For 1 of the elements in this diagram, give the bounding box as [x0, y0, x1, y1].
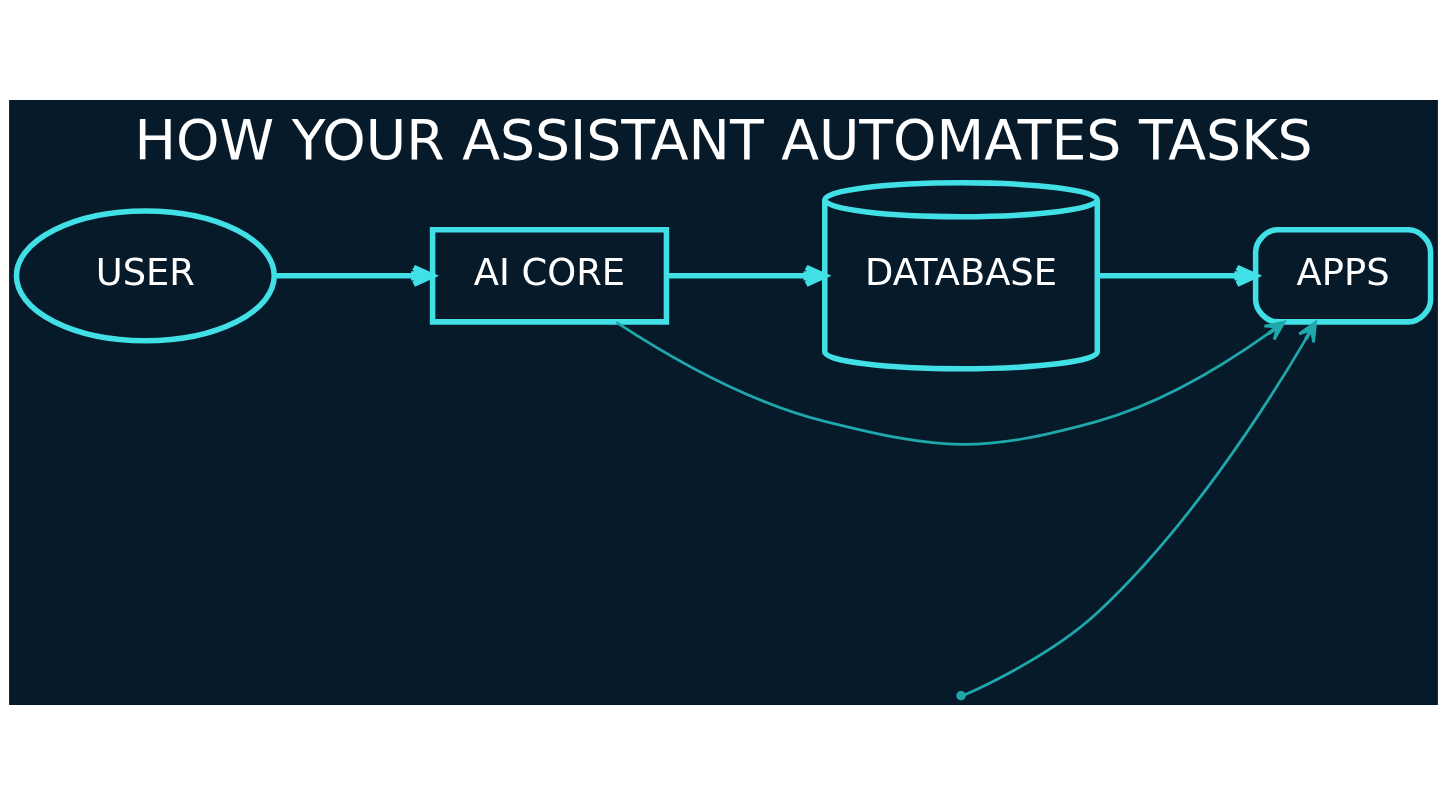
diagram-title: HOW YOUR ASSISTANT AUTOMATES TASKS [134, 107, 1313, 172]
